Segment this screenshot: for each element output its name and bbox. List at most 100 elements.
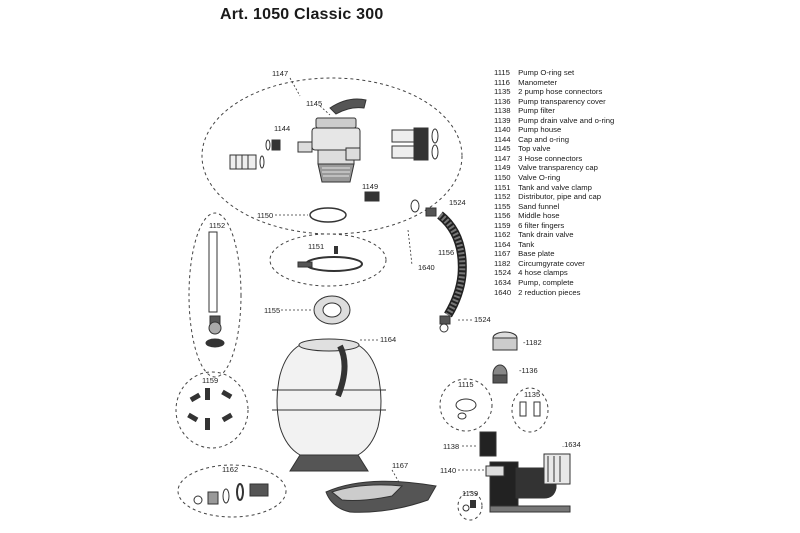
legend-code: 1159 (494, 220, 511, 230)
pump-filter-part (479, 431, 497, 457)
legend-description: Valve transparency cap (516, 163, 598, 173)
top-valve-part (297, 98, 367, 183)
legend-description: Pump, complete (516, 278, 574, 288)
pump-complete-part (485, 453, 571, 513)
legend-description: 2 reduction pieces (516, 287, 581, 297)
callout-1182: -1182 (523, 338, 542, 347)
legend-description: Tank (516, 239, 535, 249)
legend-description: Pump filter (516, 106, 555, 116)
legend-item: 1159 6 filter fingers (494, 221, 614, 231)
legend-item: 1138 Pump filter (494, 106, 614, 116)
legend-item: 1147 3 Hose connectors (494, 154, 614, 164)
callout-1140: 1140 (440, 466, 456, 475)
legend-code: 1139 (494, 115, 511, 125)
group-outline-1159 (175, 371, 249, 449)
legend-code: 1634 (494, 278, 512, 288)
legend-item: 1634 Pump, complete (494, 278, 614, 288)
pump-oring-set-part (455, 398, 477, 420)
group-outline-1139 (457, 491, 483, 521)
legend-description: 6 filter fingers (516, 220, 565, 230)
legend-description: Middle hose (516, 211, 560, 221)
legend-item: 1151 Tank and valve clamp (494, 183, 614, 193)
legend-item: 1135 2 pump hose connectors (494, 87, 614, 97)
legend-item: 1162 Tank drain valve (494, 230, 614, 240)
tank-part (272, 338, 386, 472)
legend-item: 1116 Manometer (494, 78, 614, 88)
callout-1144: 1144 (274, 124, 290, 133)
legend-item: 1144 Cap and o-ring (494, 135, 614, 145)
legend-item: 1115 Pump O-ring set (494, 68, 614, 78)
callout-1147: 1147 (272, 69, 288, 78)
legend-item: 1640 2 reduction pieces (494, 288, 614, 298)
legend-item: 1167 Base plate (494, 249, 614, 259)
legend-item: 1182 Circumgyrate cover (494, 259, 614, 269)
group-outline-1147 (201, 77, 463, 235)
legend-code: 1162 (494, 230, 511, 240)
circumgyrate-cover-part (492, 331, 518, 351)
legend-description: Circumgyrate cover (516, 258, 585, 268)
legend-description: Base plate (516, 249, 555, 259)
pump-drain-valve-part (462, 500, 476, 512)
legend-description: Pump house (516, 125, 562, 135)
callout-1164: 1164 (380, 335, 396, 344)
legend-item: 1139 Pump drain valve and o-ring (494, 116, 614, 126)
callout-1524-top: 1524 (449, 198, 466, 207)
legend-description: Manometer (516, 77, 558, 87)
legend-code: 1640 (494, 287, 512, 297)
legend-description: Tank and valve clamp (516, 182, 592, 192)
callout-1524-bottom: 1524 (474, 315, 491, 324)
legend-code: 1145 (494, 144, 511, 154)
callout-1149: 1149 (362, 182, 378, 191)
cap-oring-part (265, 139, 281, 151)
legend-description: Valve O-ring (516, 173, 561, 183)
legend-description: Top valve (516, 144, 551, 154)
legend-code: 1156 (494, 211, 511, 221)
tank-drain-valve-part (193, 483, 269, 505)
legend-item: 1140 Pump house (494, 125, 614, 135)
callout-1640: 1640 (418, 263, 435, 272)
hose-connector-left-part (229, 154, 265, 170)
legend-item: 1150 Valve O-ring (494, 173, 614, 183)
legend-code: 1151 (494, 182, 511, 192)
callout-1162: 1162 (222, 465, 238, 474)
legend-item: 1155 Sand funnel (494, 202, 614, 212)
callout-1634: .1634 (562, 440, 581, 449)
legend-item: 1152 Distributor, pipe and cap (494, 192, 614, 202)
legend-item: 1524 4 hose clamps (494, 268, 614, 278)
sand-funnel-part (313, 295, 351, 325)
callout-1159: 1159 (202, 376, 218, 385)
callout-1135: 1135 (524, 390, 540, 399)
legend-code: 1167 (494, 249, 511, 259)
legend-description: Pump O-ring set (516, 68, 575, 77)
base-plate-part (325, 480, 437, 513)
legend-description: 2 pump hose connectors (516, 87, 603, 97)
legend-description: Sand funnel (516, 201, 560, 211)
legend-description: Pump transparency cover (516, 96, 606, 106)
legend-code: 1135 (494, 87, 511, 97)
legend-item: 1149 Valve transparency cap (494, 163, 614, 173)
legend-code: 1164 (494, 239, 511, 249)
callout-1152: 1152 (209, 221, 225, 230)
group-outline-1151 (269, 233, 387, 287)
valve-oring-part (309, 207, 347, 223)
callout-1167: 1167 (392, 461, 408, 470)
legend-item: 1156 Middle hose (494, 211, 614, 221)
callout-1136: -1136 (519, 366, 538, 375)
legend-code: 1155 (494, 201, 511, 211)
callout-1115: 1115 (458, 380, 474, 389)
legend-code: 1152 (494, 192, 511, 202)
legend-code: 1524 (494, 268, 512, 278)
legend-code: 1138 (494, 106, 511, 116)
legend-description: Pump drain valve and o-ring (516, 115, 615, 125)
callout-1145: 1145 (306, 99, 322, 108)
legend-description: 4 hose clamps (516, 268, 568, 278)
callout-1151: 1151 (308, 242, 324, 251)
diagram-title: Art. 1050 Classic 300 (220, 6, 384, 23)
legend-description: Distributor, pipe and cap (516, 192, 602, 202)
legend-description: Tank drain valve (516, 230, 574, 240)
legend-code: 1150 (494, 173, 511, 183)
group-outline-1135 (511, 387, 549, 433)
legend-item: 1145 Top valve (494, 144, 614, 154)
legend-code: 1115 (494, 68, 510, 77)
